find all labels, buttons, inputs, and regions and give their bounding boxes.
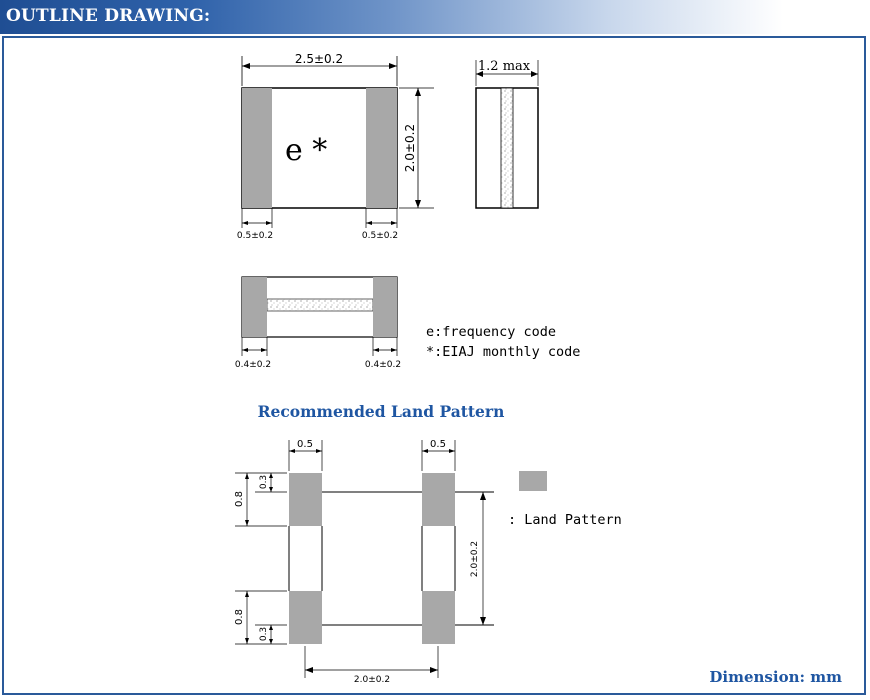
left-pad-dimension: 0.4±0.2	[235, 360, 271, 370]
legend-e-code: e:frequency code	[426, 324, 556, 340]
left-terminal	[242, 277, 267, 337]
pad-width-left-dimension: 0.5	[297, 439, 313, 450]
top-view: e * 2.5±0.2 2.0±0.2 0.5±0.2 0.5±0.2	[237, 52, 434, 241]
right-pad-dimension: 0.4±0.2	[365, 360, 401, 370]
drawing-frame	[2, 36, 866, 695]
pad-height-top-dimension: 0.8	[234, 491, 245, 507]
legend-star-code: *:EIAJ monthly code	[426, 344, 580, 360]
side-height-dimension: 1.2 max	[478, 59, 531, 74]
bottom-view: 0.4±0.2 0.4±0.2	[235, 276, 401, 370]
land-pattern-key-label: : Land Pattern	[508, 512, 622, 528]
pad-height-bottom-dimension: 0.8	[234, 609, 245, 625]
pad-offset-top-dimension: 0.3	[259, 475, 269, 489]
marking-text: e *	[285, 133, 327, 168]
pad-width-right-dimension: 0.5	[430, 439, 446, 450]
land-pad-top-right	[422, 473, 455, 526]
left-electrode-dimension: 0.5±0.2	[237, 231, 273, 241]
page-title: OUTLINE DRAWING:	[6, 6, 211, 26]
height-dimension: 2.0±0.2	[403, 124, 417, 172]
right-electrode-dimension: 0.5±0.2	[362, 231, 398, 241]
header-bar: OUTLINE DRAWING:	[0, 0, 870, 34]
land-pattern-swatch	[519, 471, 547, 491]
vertical-pitch-dimension: 2.0±0.2	[470, 541, 480, 577]
pad-offset-bottom-dimension: 0.3	[259, 627, 269, 641]
horizontal-pitch-dimension: 2.0±0.2	[354, 675, 390, 685]
land-pad-top-left	[289, 473, 322, 526]
land-pattern-title: Recommended Land Pattern	[258, 402, 505, 421]
land-pattern-drawing: 0.5 0.5 0.8 0.3 0.8 0.3 2.0	[234, 439, 494, 685]
dimension-unit-note: Dimension: mm	[709, 668, 842, 686]
right-terminal	[373, 277, 397, 337]
right-electrode	[366, 88, 397, 208]
land-pad-bottom-left	[289, 591, 322, 644]
width-dimension: 2.5±0.2	[295, 52, 343, 66]
side-view: 1.2 max	[475, 59, 539, 209]
left-electrode	[242, 88, 272, 208]
land-pad-bottom-right	[422, 591, 455, 644]
